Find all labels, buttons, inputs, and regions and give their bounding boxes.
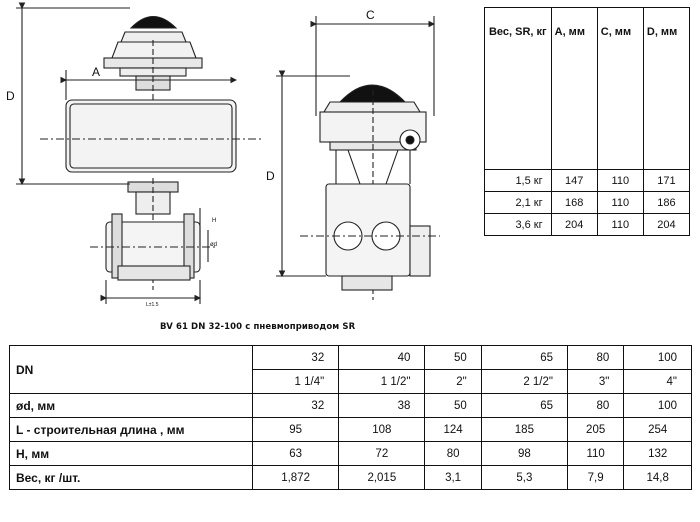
- table-row: 1,5 кг 147 110 171: [484, 169, 691, 192]
- cell: 110: [596, 169, 644, 192]
- cell: 132: [623, 441, 692, 466]
- valve-technical-drawing: A D H ød L±1.5 C D: [6, 2, 440, 308]
- table-row-dn: DN 32 40 50 65 80 100: [9, 345, 692, 394]
- cell: 50: [424, 345, 482, 370]
- header-weight: Вес, SR, кг: [484, 7, 552, 170]
- cell: 65: [480, 393, 568, 418]
- table-row: ød, мм 32 38 50 65 80 100: [9, 393, 692, 418]
- cell: 63: [251, 441, 340, 466]
- cell: 7,9: [566, 465, 625, 490]
- table-row: 2,1 кг 168 110 186: [484, 191, 691, 214]
- cell: 171: [642, 169, 691, 192]
- cell: 204: [642, 213, 691, 236]
- dim-label-phi-d: ød: [210, 242, 217, 248]
- cell: 80: [424, 441, 482, 466]
- drawing-caption: BV 61 DN 32-100 с пневмоприводом SR: [160, 322, 356, 332]
- cell: 3,1: [424, 465, 482, 490]
- cell: 32: [251, 393, 340, 418]
- cell: 98: [480, 441, 568, 466]
- weight-table-header: Вес, SR, кг A, мм C, мм D, мм: [484, 7, 691, 170]
- cell: 1 1/2": [338, 369, 426, 394]
- cell: 2": [424, 369, 482, 394]
- cell: 110: [596, 213, 644, 236]
- cell: 186: [642, 191, 691, 214]
- table-row: Вес, кг /шт. 1,872 2,015 3,1 5,3 7,9 14,…: [9, 465, 692, 490]
- cell: 108: [338, 417, 426, 442]
- cell: 50: [424, 393, 482, 418]
- weight-dimension-table: Вес, SR, кг A, мм C, мм D, мм 1,5 кг 147…: [484, 7, 691, 236]
- cell: 80: [566, 393, 625, 418]
- dim-label-c: C: [366, 8, 375, 22]
- dim-label-a: A: [92, 65, 100, 79]
- header-c: C, мм: [596, 7, 644, 170]
- cell: 1 1/4": [251, 369, 340, 394]
- row-label-dn: DN: [9, 345, 253, 394]
- specification-table: DN 32 40 50 65 80 100 1 1/4" 1 1/2" 2" 2…: [9, 345, 692, 490]
- cell: 100: [623, 345, 692, 370]
- cell: 95: [251, 417, 340, 442]
- cell: 205: [566, 417, 625, 442]
- header-a: A, мм: [550, 7, 598, 170]
- cell: 100: [623, 393, 692, 418]
- table-row: L - строительная длина , мм 95 108 124 1…: [9, 417, 692, 442]
- cell: 5,3: [480, 465, 568, 490]
- cell: 124: [424, 417, 482, 442]
- cell: 254: [623, 417, 692, 442]
- dim-label-h: H: [212, 218, 216, 224]
- cell: 32: [251, 345, 340, 370]
- cell: 3,6 кг: [484, 213, 552, 236]
- cell: 2,1 кг: [484, 191, 552, 214]
- cell: 2 1/2": [480, 369, 568, 394]
- cell: 185: [480, 417, 568, 442]
- cell: 4": [623, 369, 692, 394]
- header-d: D, мм: [642, 7, 691, 170]
- cell: 14,8: [623, 465, 692, 490]
- table-row: H, мм 63 72 80 98 110 132: [9, 441, 692, 466]
- cell: 110: [596, 191, 644, 214]
- row-label: Вес, кг /шт.: [9, 465, 253, 490]
- cell: 3": [566, 369, 625, 394]
- cell: 204: [550, 213, 598, 236]
- cell: 72: [338, 441, 426, 466]
- cell: 1,872: [251, 465, 340, 490]
- cell: 80: [566, 345, 625, 370]
- cell: 38: [338, 393, 426, 418]
- cell: 110: [566, 441, 625, 466]
- cell: 1,5 кг: [484, 169, 552, 192]
- cell: 2,015: [338, 465, 426, 490]
- dim-label-l: L±1.5: [146, 302, 159, 308]
- cell: 147: [550, 169, 598, 192]
- dim-label-d-right: D: [266, 169, 275, 183]
- table-row: 3,6 кг 204 110 204: [484, 213, 691, 236]
- dim-label-d-left: D: [6, 89, 15, 103]
- row-label: ød, мм: [9, 393, 253, 418]
- row-label: L - строительная длина , мм: [9, 417, 253, 442]
- cell: 65: [480, 345, 568, 370]
- cell: 168: [550, 191, 598, 214]
- row-label: H, мм: [9, 441, 253, 466]
- cell: 40: [338, 345, 426, 370]
